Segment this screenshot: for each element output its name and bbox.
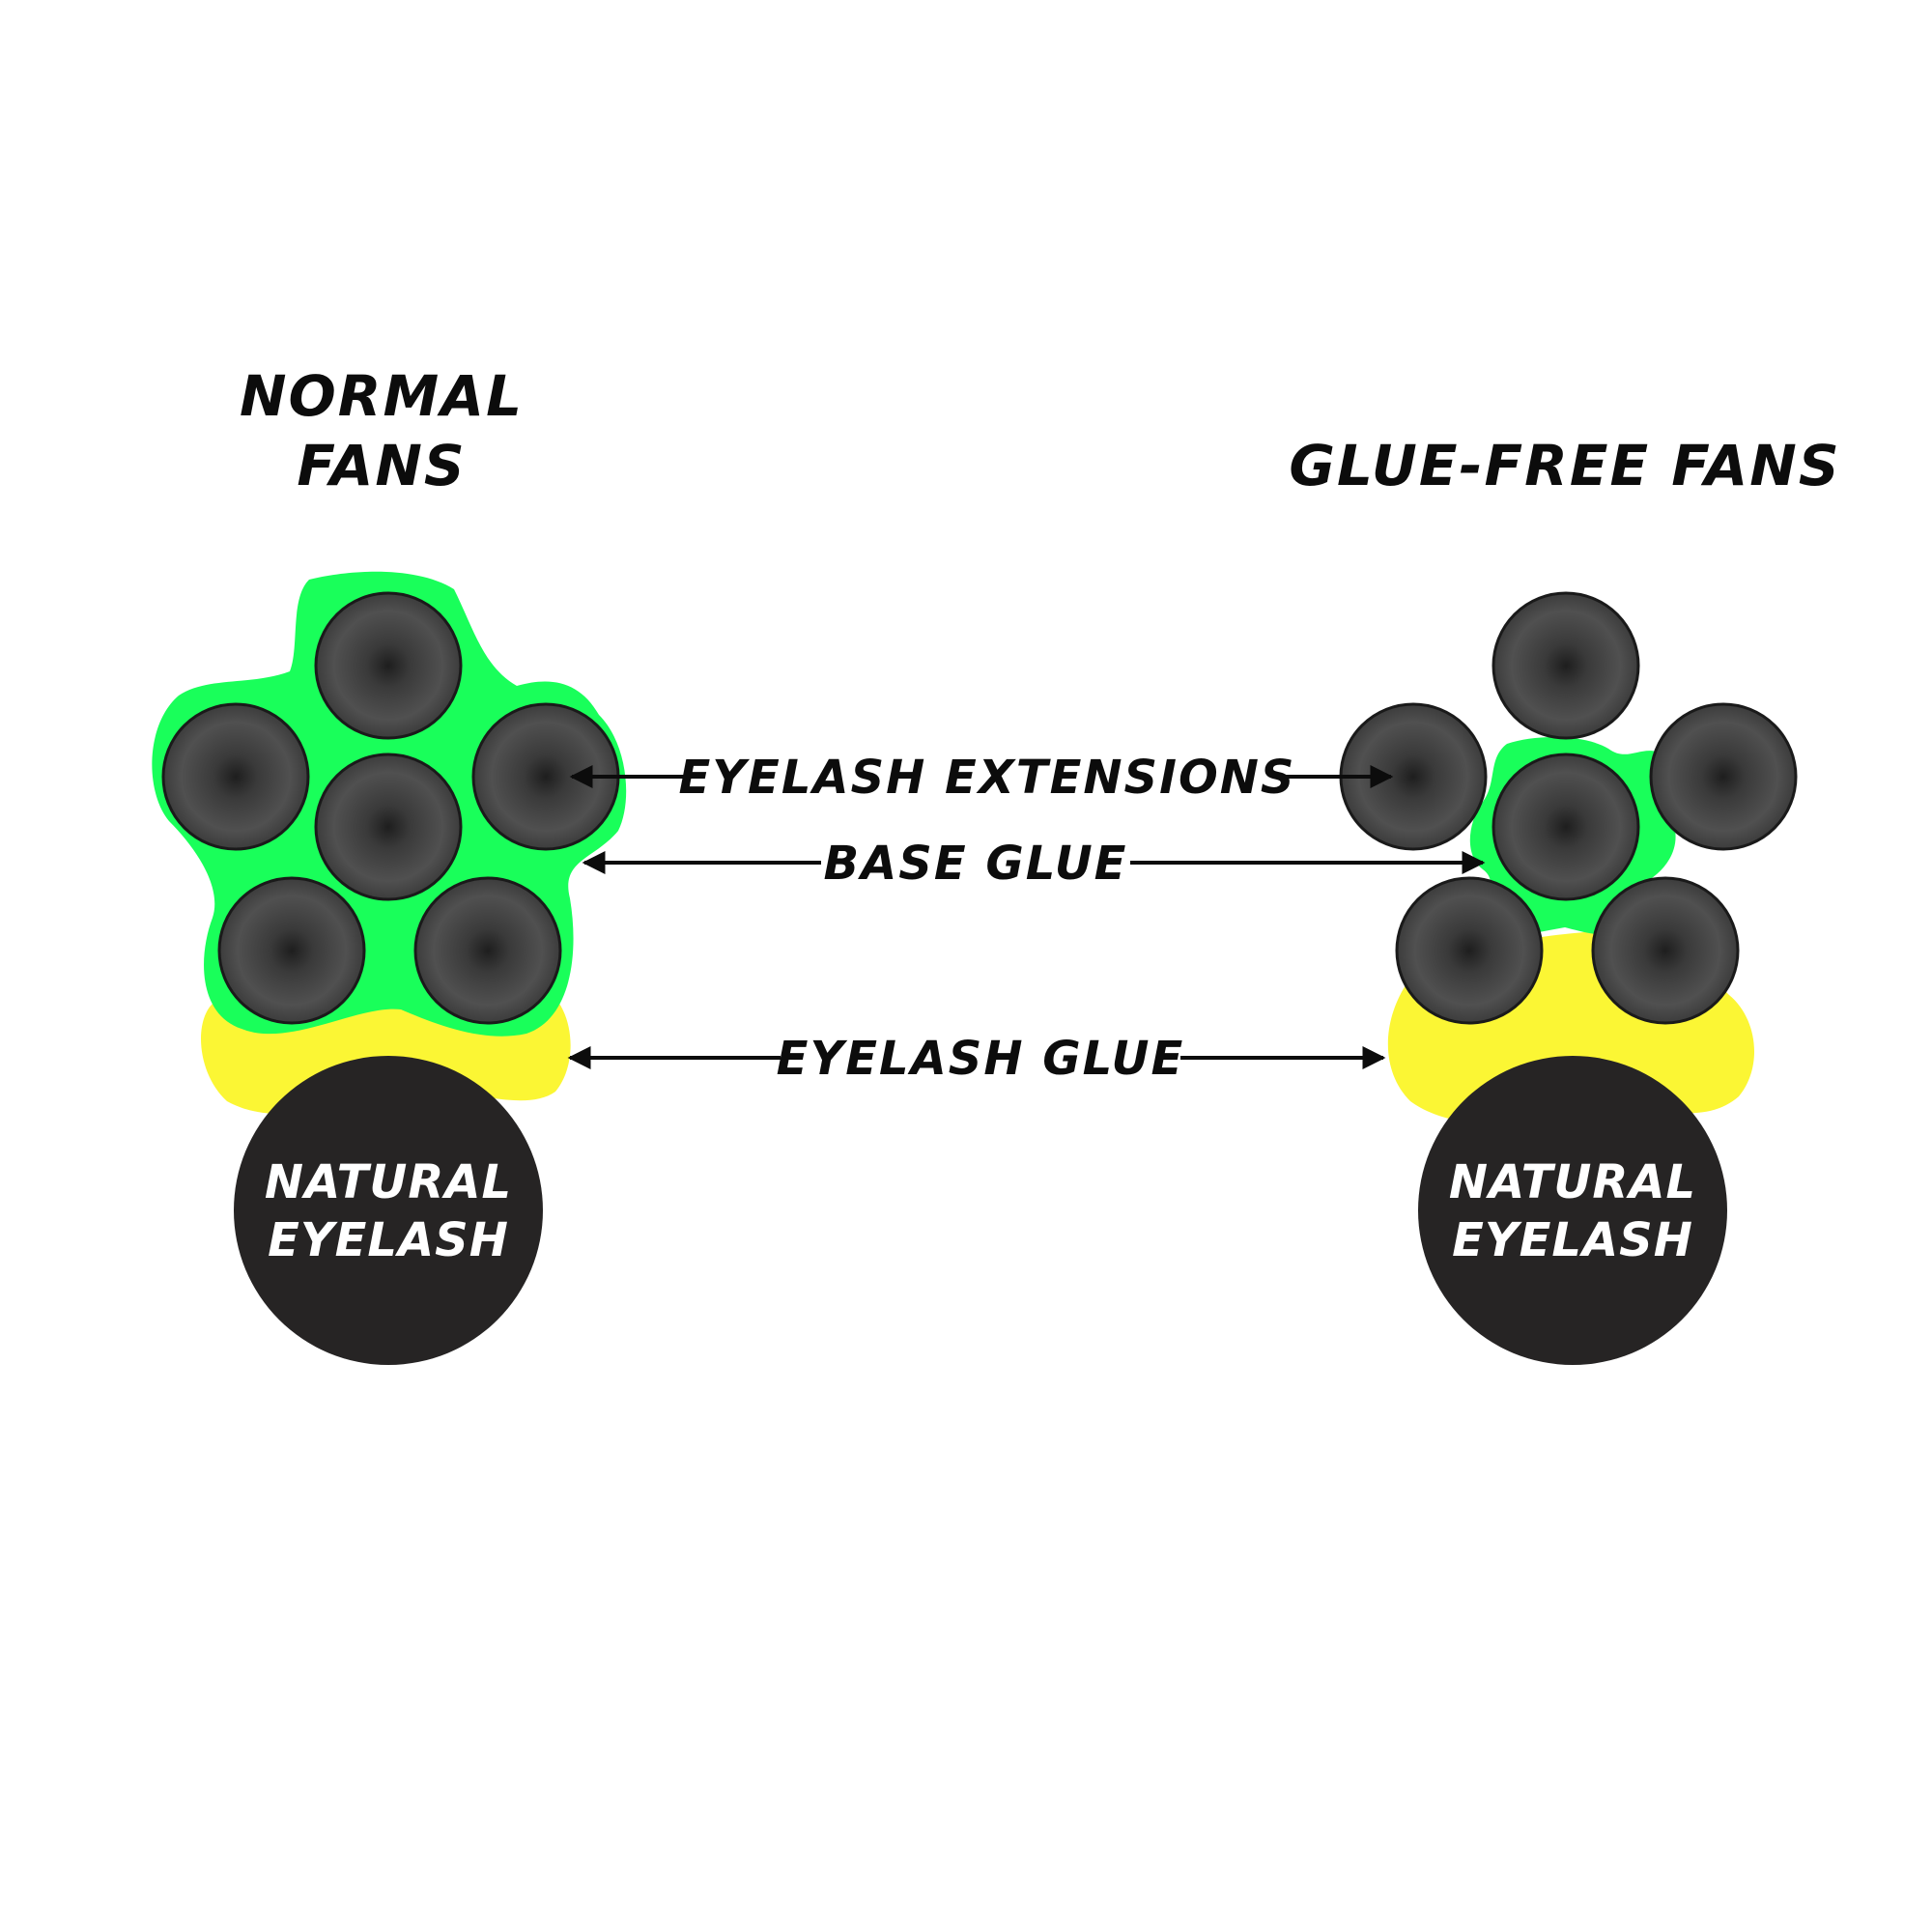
right-lash-lower-right bbox=[1591, 876, 1740, 1025]
label-eyelash-glue: EYELASH GLUE bbox=[777, 1032, 1185, 1086]
left-lash-upper-left bbox=[161, 702, 310, 851]
right-lash-center bbox=[1492, 753, 1640, 901]
title-glue-free-fans: GLUE-FREE FANS bbox=[1289, 433, 1840, 498]
left-natural-label-line2: EYELASH bbox=[268, 1213, 509, 1267]
label-base-glue: BASE GLUE bbox=[824, 837, 1128, 891]
normal-fan-group: NATURAL EYELASH bbox=[152, 571, 627, 1365]
title-normal-fans-line1: NORMAL bbox=[240, 363, 524, 429]
title-normal-fans-line2: FANS bbox=[297, 433, 466, 498]
glue-free-fan-group: NATURAL EYELASH bbox=[1339, 591, 1798, 1365]
right-lash-lower-left bbox=[1395, 876, 1544, 1025]
left-natural-eyelash bbox=[234, 1056, 543, 1365]
left-lash-top bbox=[314, 591, 463, 740]
left-lash-lower-right bbox=[413, 876, 562, 1025]
left-lash-lower-left bbox=[217, 876, 366, 1025]
right-lash-top bbox=[1492, 591, 1640, 740]
right-natural-label-line1: NATURAL bbox=[1449, 1155, 1696, 1209]
right-natural-label-line2: EYELASH bbox=[1452, 1213, 1693, 1267]
right-natural-eyelash bbox=[1418, 1056, 1727, 1365]
left-lash-center bbox=[314, 753, 463, 901]
left-natural-label-line1: NATURAL bbox=[265, 1155, 512, 1209]
right-lash-upper-right bbox=[1649, 702, 1798, 851]
label-eyelash-extensions: EYELASH EXTENSIONS bbox=[679, 751, 1296, 805]
